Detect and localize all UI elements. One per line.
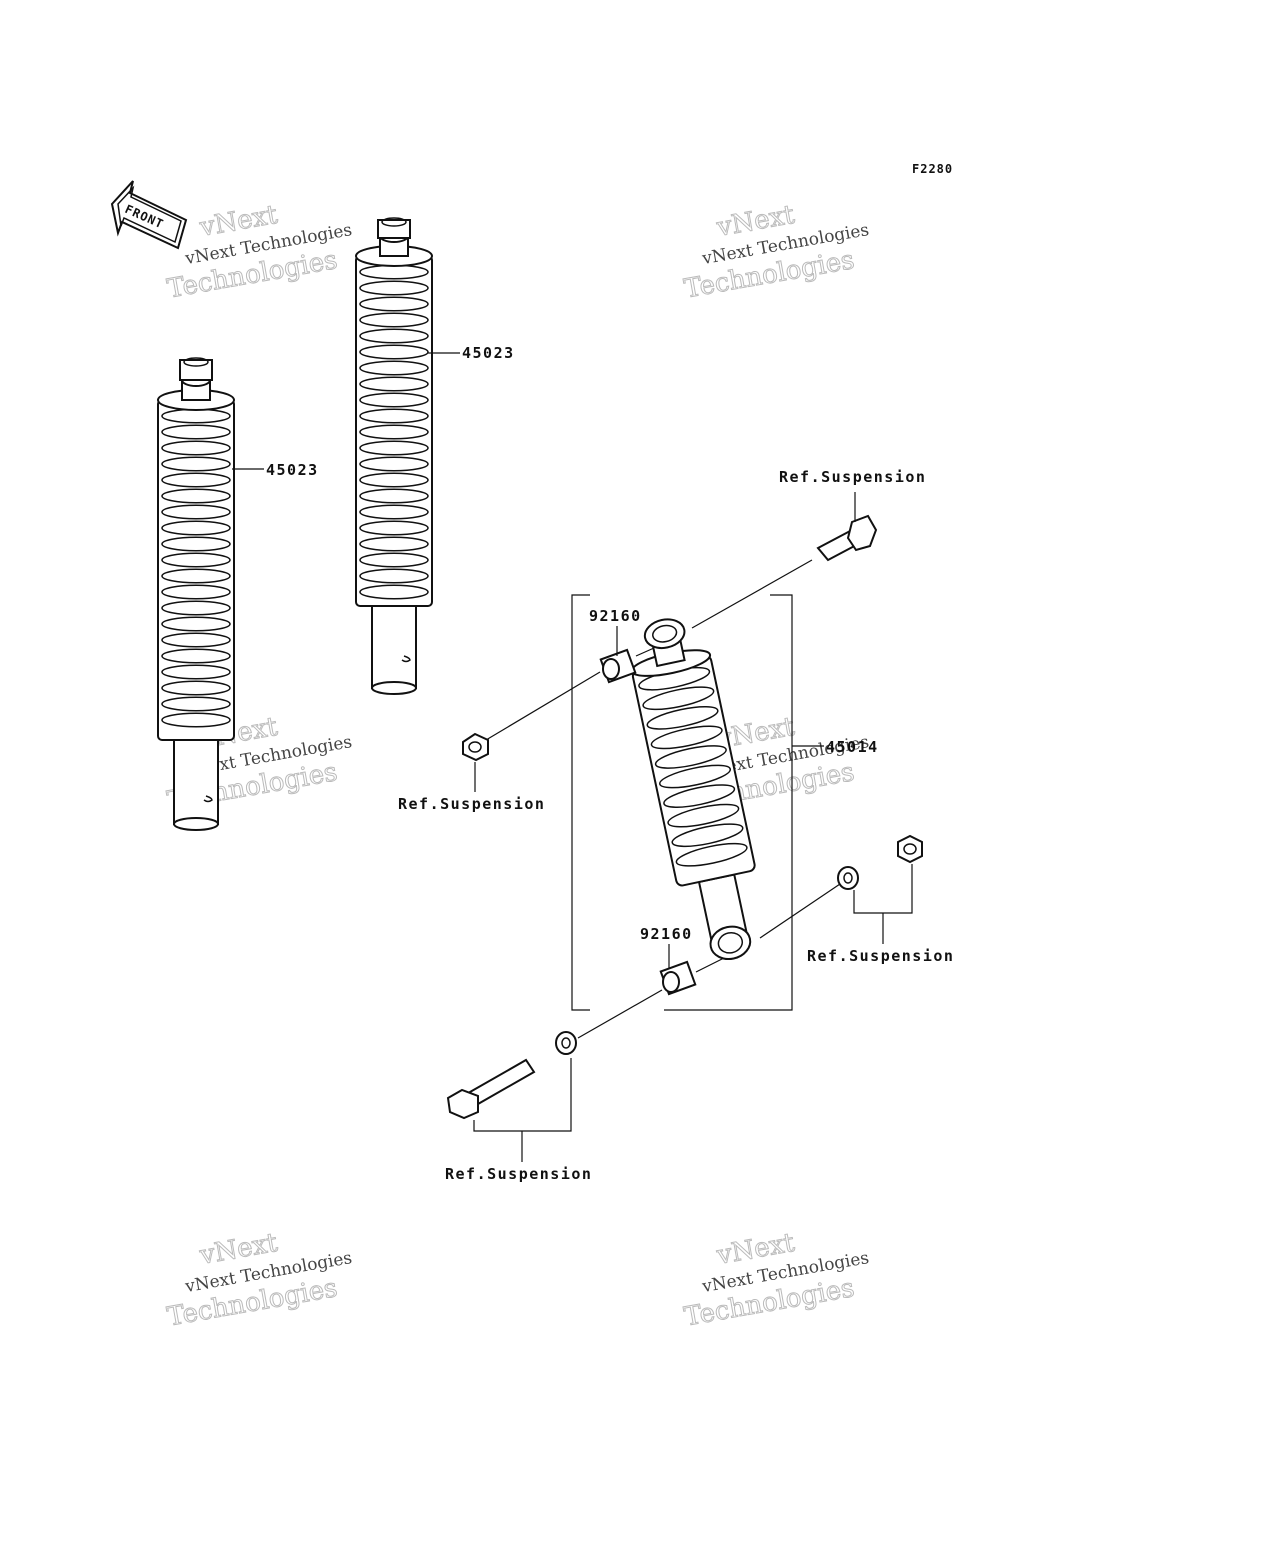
callout-ref-top-bolt: Ref.Suspension (779, 468, 926, 486)
callout-ref-nut-left: Ref.Suspension (398, 795, 545, 813)
bracket-right (664, 594, 793, 1011)
coils-assy (638, 666, 748, 867)
callout-ref-bottom-bolt: Ref.Suspension (445, 1165, 592, 1183)
callout-92160-lower: 92160 (640, 925, 693, 943)
washer-bottom (555, 1031, 577, 1055)
top-bolt (816, 492, 878, 562)
callout-92160-upper: 92160 (589, 607, 642, 625)
coils-lower (161, 408, 231, 728)
watermark-bottom-left: vNext Technologies vNext Technologies (164, 1227, 353, 1333)
callout-45023-lower: 45023 (266, 461, 319, 479)
watermark-top-left: vNext Technologies vNext Technologies (164, 199, 353, 305)
bushing-upper (599, 626, 637, 684)
bushing-lower (659, 944, 697, 996)
washer-right (837, 866, 859, 890)
shock-spring-upper (355, 217, 433, 695)
watermark-bottom-right: vNext Technologies vNext Technologies (681, 1227, 870, 1333)
callout-45014: 45014 (826, 738, 879, 756)
nut-right (897, 834, 923, 864)
front-arrow-icon: FRONT (110, 180, 188, 250)
bracket-left (571, 594, 590, 1011)
callout-ref-right: Ref.Suspension (807, 947, 954, 965)
figure-code: F2280 (912, 162, 953, 176)
coils-upper (359, 264, 429, 600)
callout-45023-upper: 45023 (462, 344, 515, 362)
shock-assembly (630, 618, 756, 961)
nut-left (462, 732, 489, 792)
shock-spring-lower (157, 357, 235, 831)
bottom-bolt (446, 1058, 536, 1120)
watermark-top-right: vNext Technologies vNext Technologies (681, 199, 870, 305)
